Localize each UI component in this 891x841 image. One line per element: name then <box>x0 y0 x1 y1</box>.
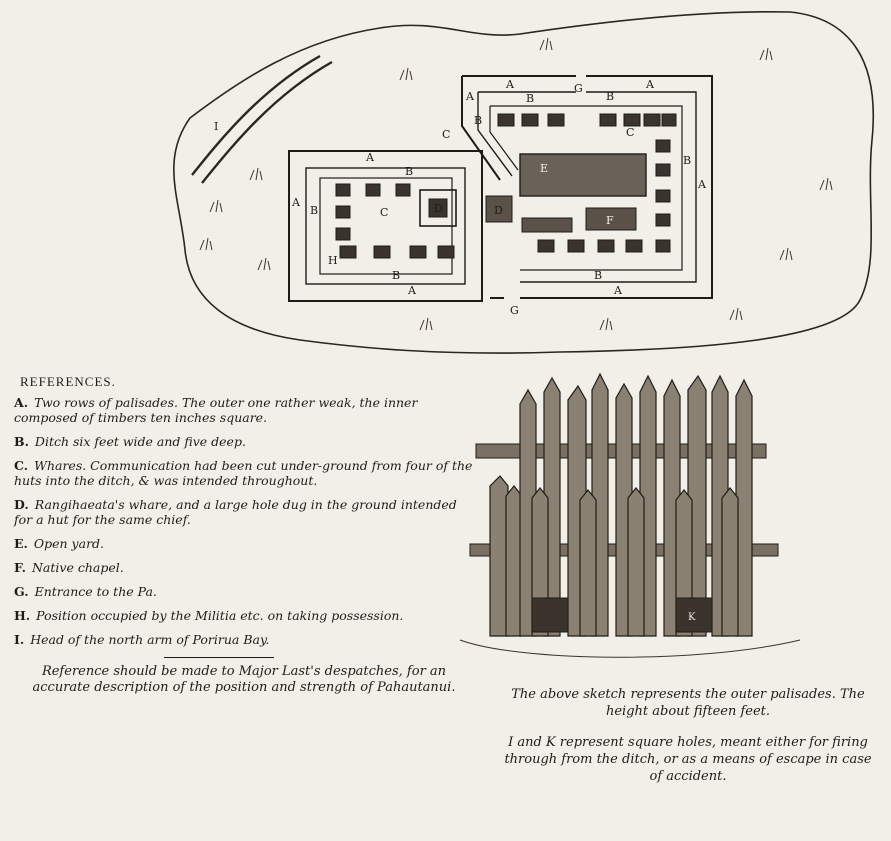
label-b-right-side: B <box>683 154 691 167</box>
reference-item: C.Whares. Communication had been cut und… <box>14 458 474 488</box>
label-g-bottom: G <box>510 304 519 317</box>
reference-item: F. Native chapel. <box>14 560 474 575</box>
reference-item: H. Position occupied by the Militia etc. … <box>14 608 474 623</box>
label-a-left-top: A <box>365 151 375 164</box>
label-b-right-bottom: B <box>594 269 602 282</box>
reference-key: C. <box>14 458 29 473</box>
reference-text: Ditch six feet wide and five deep. <box>34 434 246 449</box>
left-whares <box>335 183 455 259</box>
palisade-sketch: K <box>459 372 801 658</box>
label-b-right-top-2: B <box>606 90 614 103</box>
open-yard <box>519 153 647 197</box>
reference-text: Whares. Communication had been cut under… <box>14 458 473 488</box>
reference-item: A.Two rows of palisades. The outer one r… <box>14 395 474 425</box>
label-b-right-top-a: A <box>505 78 515 91</box>
native-chapel <box>585 207 637 231</box>
reference-item: B. Ditch six feet wide and five deep. <box>14 434 474 449</box>
reference-text: Open yard. <box>33 536 105 551</box>
label-a-right-top: A <box>645 78 655 91</box>
label-a-left-bottom: A <box>407 284 417 297</box>
reference-item: D.Rangihaeata's whare, and a large hole … <box>14 497 474 527</box>
reference-text: Two rows of palisades. The outer one rat… <box>14 395 418 425</box>
right-whares <box>497 113 677 253</box>
reference-text: Native chapel. <box>31 560 124 575</box>
reference-text: Head of the north arm of Porirua Bay. <box>30 632 270 647</box>
label-a-left-side: A <box>291 196 301 209</box>
hole-k <box>675 597 713 633</box>
reference-key: I. <box>14 632 25 647</box>
right-enclosure <box>461 75 713 299</box>
label-f: F <box>606 214 614 227</box>
label-d-inner: D <box>434 202 443 215</box>
reference-text: Position occupied by the Militia etc. on… <box>36 608 404 623</box>
palisade-holes-note: I and K represent square holes, meant ei… <box>504 735 872 784</box>
reference-key: F. <box>14 560 26 575</box>
label-a-right-bottom: A <box>613 284 623 297</box>
reference-key: A. <box>14 395 29 410</box>
reference-key: E. <box>14 536 28 551</box>
references-panel: REFERENCES. A.Two rows of palisades. The… <box>14 374 474 696</box>
reference-text: Rangihaeata's whare, and a large hole du… <box>14 497 457 527</box>
label-i: I <box>214 120 218 133</box>
label-b-left-side: B <box>310 204 318 217</box>
label-a-right-gate: A <box>465 90 475 103</box>
label-d-outer: D <box>494 204 503 217</box>
references-list: A.Two rows of palisades. The outer one r… <box>14 395 474 647</box>
label-c-right: C <box>626 126 634 139</box>
label-a-right-side: A <box>697 178 707 191</box>
references-title: REFERENCES. <box>20 374 116 389</box>
terrain-outline <box>173 10 874 354</box>
label-b-left-bottom: B <box>392 269 400 282</box>
grass-tufts <box>199 37 833 331</box>
label-g-top: G <box>574 82 583 95</box>
label-c-gate: C <box>442 128 450 141</box>
label-b-right-gate: B <box>474 114 482 127</box>
label-b-left-top: B <box>405 165 413 178</box>
reference-key: B. <box>14 434 29 449</box>
label-h: H <box>328 254 338 267</box>
reference-text: Entrance to the Pa. <box>34 584 157 599</box>
reference-key: G. <box>14 584 29 599</box>
label-c-left: C <box>380 206 388 219</box>
reference-item: G. Entrance to the Pa. <box>14 584 474 599</box>
pa-plan-drawing: I A B A B C H B A G D D C A B G A B A B … <box>173 10 874 658</box>
reference-key: H. <box>14 608 31 623</box>
reference-key: D. <box>14 497 29 512</box>
palisade-notes: The above sketch represents the outer pa… <box>498 686 878 799</box>
hole-i <box>531 597 569 633</box>
reference-item: E. Open yard. <box>14 536 474 551</box>
rangihaeata-whare <box>419 189 513 227</box>
despatches-note: Reference should be made to Major Last's… <box>32 664 456 695</box>
palisade-sketch-note: The above sketch represents the outer pa… <box>511 687 865 719</box>
bay-inlet-lines <box>191 54 333 184</box>
label-e: E <box>540 162 548 175</box>
label-b-right-top-b: B <box>526 92 534 105</box>
reference-item: I. Head of the north arm of Porirua Bay. <box>14 632 474 647</box>
divider-rule <box>164 657 274 658</box>
label-hole-k: K <box>688 612 696 623</box>
yard-block <box>521 217 573 233</box>
